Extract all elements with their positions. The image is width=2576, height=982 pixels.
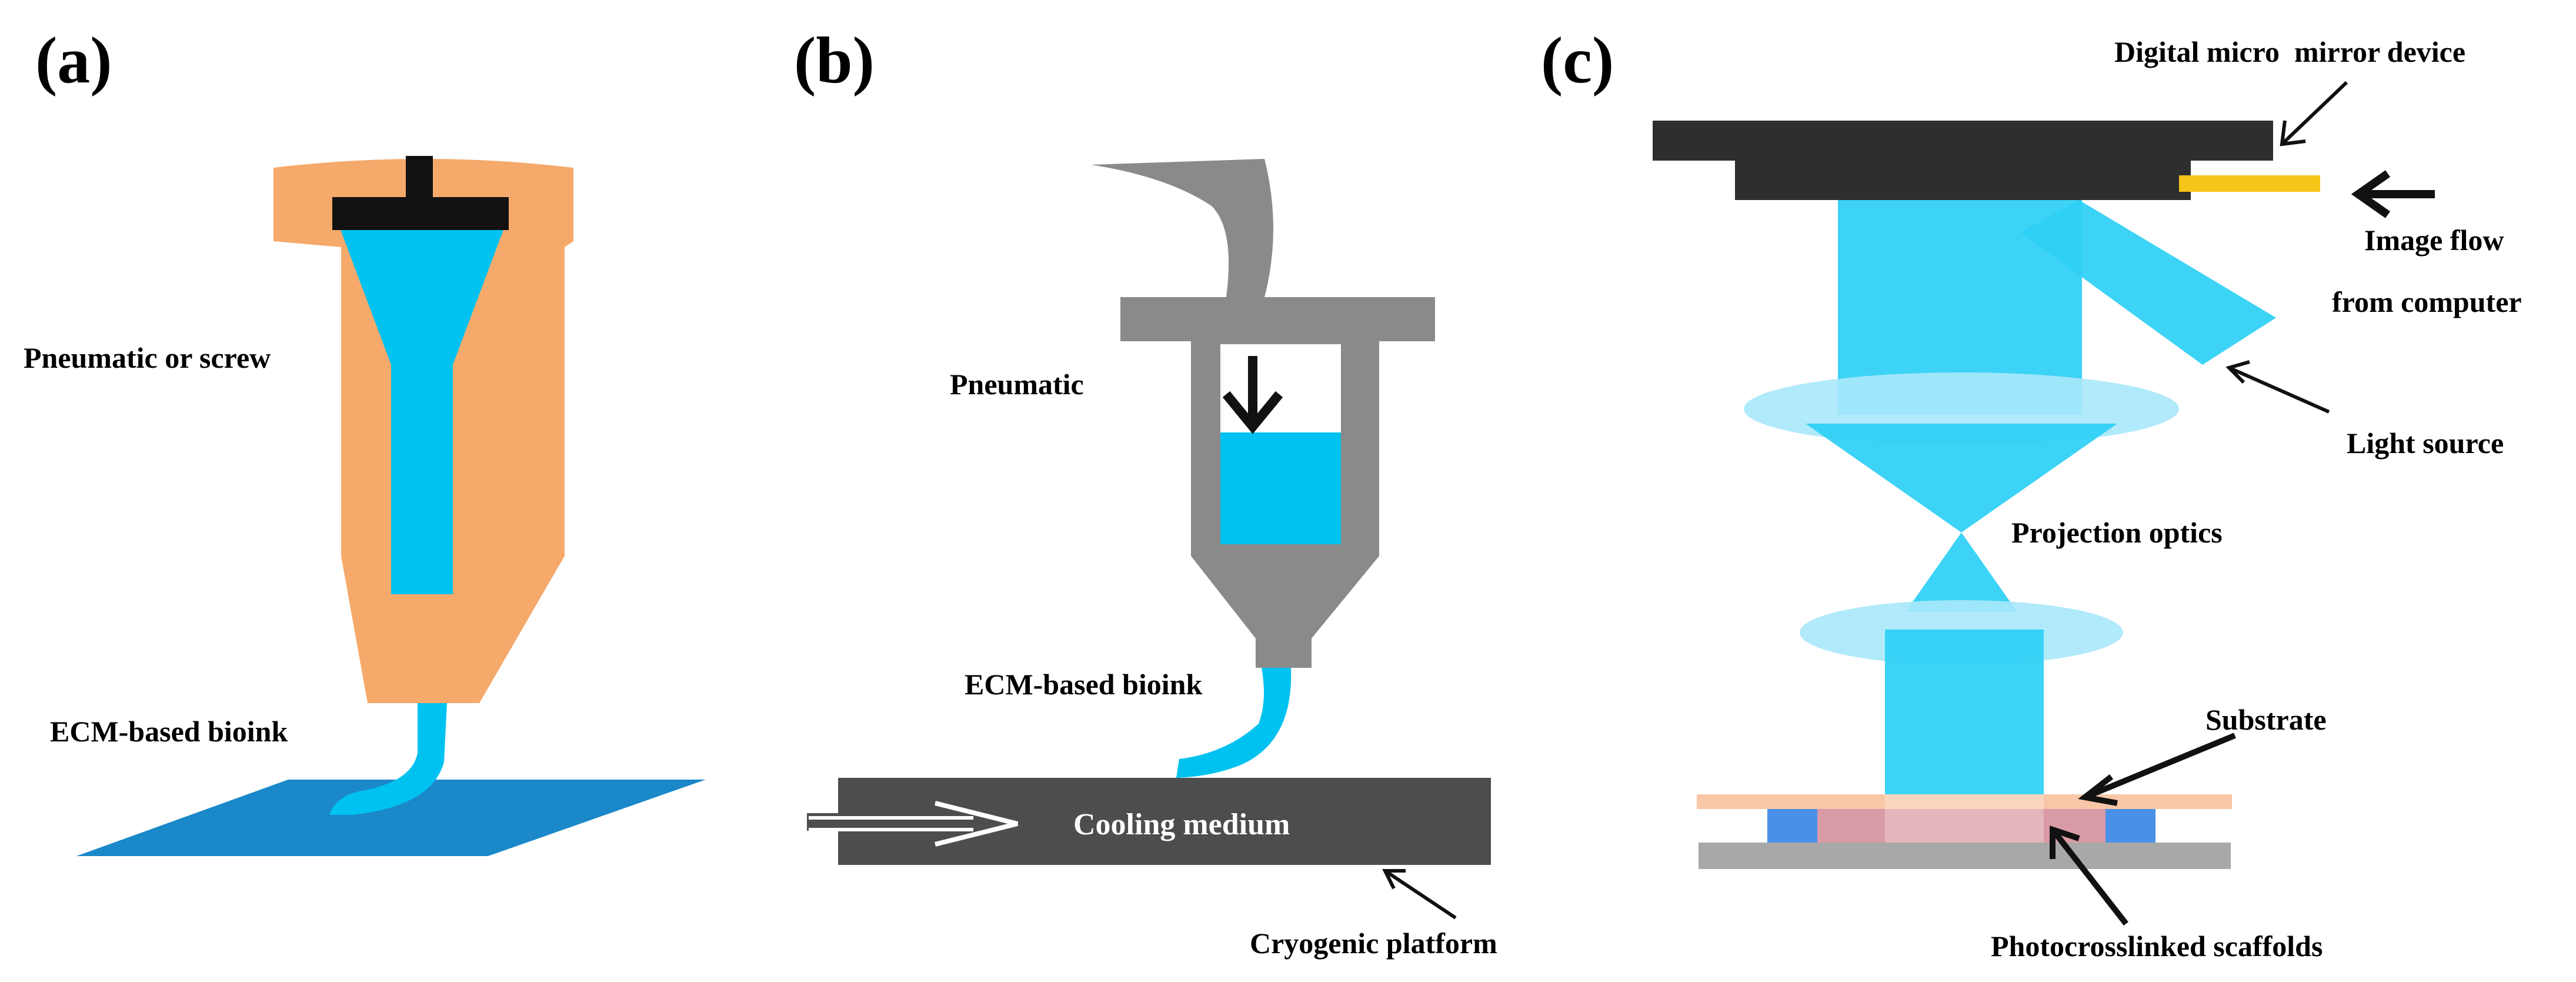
panel-b-cooling-flow-arrow [809, 801, 1018, 847]
panel-b-pneumatic-label: Pneumatic [950, 368, 1084, 401]
panel-b-platform-pointer [1382, 869, 1457, 920]
panel-c-substrate-pointer [2078, 733, 2236, 806]
panel-c-light-source-bar [2179, 175, 2320, 192]
panel-a-bioink-label: ECM-based bioink [50, 715, 288, 748]
panel-a-extrusion-bioprinting: (a) Pneumatic or screw ECM-based bioink [24, 24, 706, 856]
panel-c-dmd-bottom [1735, 161, 2191, 200]
panel-b-cryogenic-bioprinting: (b) Cooling medium [794, 24, 1497, 960]
panel-c-dmd-pointer [2280, 81, 2348, 147]
panel-b-pressure-arrow [1222, 356, 1283, 434]
panel-a-extruded-bioink [329, 703, 447, 815]
panel-c-lower-beam [1885, 630, 2044, 800]
panel-c-scaffold-label: Photocrosslinked scaffolds [1991, 930, 2323, 963]
panel-c-image-flow-label-line2: from computer [2332, 285, 2522, 318]
panel-a-label: (a) [35, 24, 112, 97]
panel-c-spacer-right [2105, 809, 2155, 843]
panel-c-diverging-cone [1906, 532, 2017, 612]
panel-b-bioink-label: ECM-based bioink [965, 668, 1202, 701]
panel-c-spacer-left [1767, 809, 1817, 843]
panel-c-base-plate [1699, 843, 2231, 869]
panel-a-build-platform [76, 780, 706, 856]
panel-b-extruded-bioink [1176, 668, 1292, 778]
panel-b-cryogenic-platform [838, 778, 1491, 865]
panel-b-label: (b) [794, 24, 875, 97]
panel-c-converging-cone [1806, 424, 2117, 532]
panel-a-piston-head [332, 197, 509, 230]
panel-b-cooling-medium-label: Cooling medium [1073, 808, 1290, 841]
panel-c-dmd-label: Digital micro mirror device [2114, 35, 2465, 68]
panel-b-bioink-reservoir [1220, 432, 1341, 544]
panel-b-cryogenic-platform-label: Cryogenic platform [1250, 927, 1497, 960]
panel-a-piston-rod [406, 156, 433, 203]
panel-c-scaffold-pointer [2050, 825, 2128, 926]
panel-b-plunger-handle [1091, 159, 1273, 297]
panel-a-bioink-reservoir [338, 224, 506, 594]
panel-b-syringe-flange [1120, 297, 1435, 341]
panel-c-exposed-region [1885, 794, 2044, 843]
panel-c-label: (c) [1541, 24, 1614, 97]
panel-c-projection-optics-label: Projection optics [2011, 516, 2223, 549]
panel-c-substrate-label: Substrate [2205, 703, 2327, 736]
panel-c-light-source-label: Light source [2347, 427, 2504, 460]
panel-c-image-flow-arrow [2351, 170, 2435, 218]
panel-c-reflected-beam [2020, 200, 2276, 365]
panel-c-image-flow-label-line1: Image flow [2364, 224, 2504, 257]
panel-a-pneumatic-label: Pneumatic or screw [24, 341, 271, 374]
panel-c-dlp-bioprinting: (c) [1541, 24, 2522, 963]
panel-c-substrate [1697, 794, 2232, 809]
panel-c-light-source-pointer [2225, 360, 2330, 414]
panel-c-dmd-top [1653, 121, 2273, 161]
